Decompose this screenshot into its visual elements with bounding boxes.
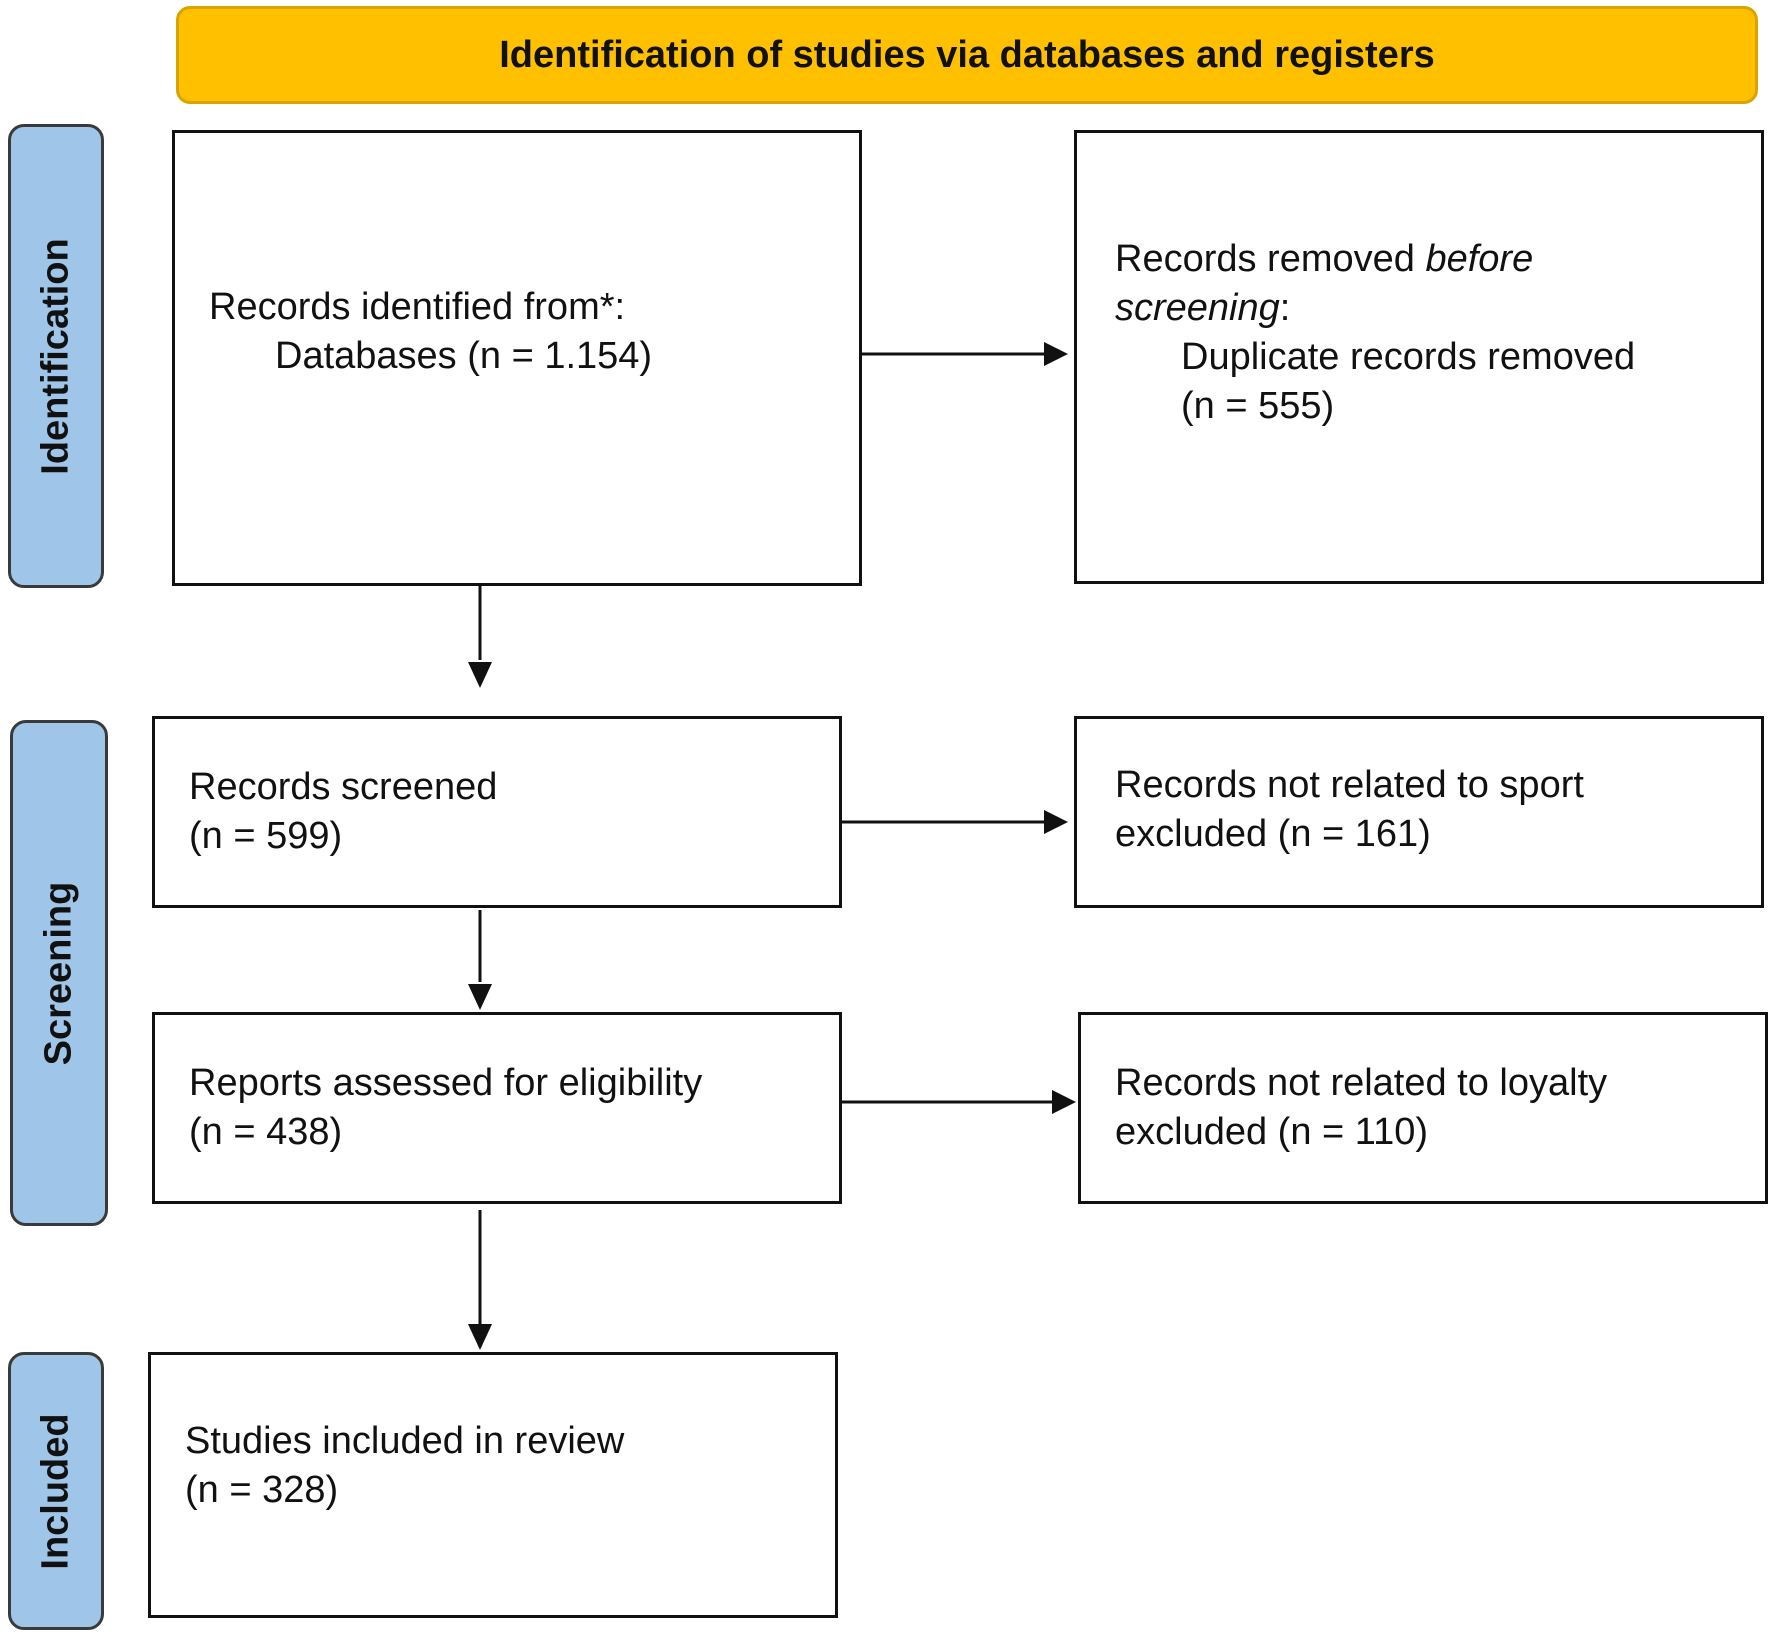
phase-tab-screening: Screening [10,720,108,1226]
screening-text: screening [1115,287,1280,329]
header-banner: Identification of studies via databases … [176,6,1758,104]
arrowhead-screened [468,662,492,688]
databases-count: Databases (n = 1.154) [275,335,653,377]
excluded-sport-label: Records not related to sport [1115,764,1584,806]
studies-included-box: Studies included in review (n = 328) [148,1352,838,1618]
records-screened-box: Records screened (n = 599) [152,716,842,908]
excluded-loyalty-count: excluded (n = 110) [1115,1111,1428,1153]
excluded-sport-box: Records not related to sport excluded (n… [1074,716,1764,908]
studies-included-label: Studies included in review [185,1420,625,1462]
excluded-sport-count: excluded (n = 161) [1115,813,1431,855]
arrowhead-sport [1044,810,1068,834]
reports-assessed-count: (n = 438) [189,1111,343,1153]
before-text: before [1425,238,1534,280]
phase-tab-included: Included [8,1352,104,1630]
excluded-loyalty-box: Records not related to loyalty excluded … [1078,1012,1768,1204]
duplicate-records-count: (n = 555) [1181,385,1335,427]
arrowhead-included [468,1324,492,1350]
records-screened-label: Records screened [189,766,498,808]
records-removed-box: Records removed before screening: Duplic… [1074,130,1764,584]
arrowhead-removed [1044,342,1068,366]
duplicate-records-label: Duplicate records removed [1181,336,1636,378]
excluded-loyalty-label: Records not related to loyalty [1115,1062,1608,1104]
studies-included-count: (n = 328) [185,1469,339,1511]
records-identified-label: Records identified from*: [209,286,626,328]
screening-qualifier: screening: [1115,284,1761,333]
arrowhead-assessed [468,984,492,1010]
phase-tab-identification: Identification [8,124,104,588]
header-title: Identification of studies via databases … [499,33,1435,76]
records-identified-box: Records identified from*: Databases (n =… [172,130,862,586]
arrowhead-loyalty [1052,1090,1076,1114]
records-removed-text: Records removed [1115,238,1426,280]
reports-assessed-label: Reports assessed for eligibility [189,1062,703,1104]
records-screened-count: (n = 599) [189,815,343,857]
reports-assessed-box: Reports assessed for eligibility (n = 43… [152,1012,842,1204]
records-removed-label: Records removed before [1115,235,1761,284]
colon-text: : [1279,287,1291,329]
